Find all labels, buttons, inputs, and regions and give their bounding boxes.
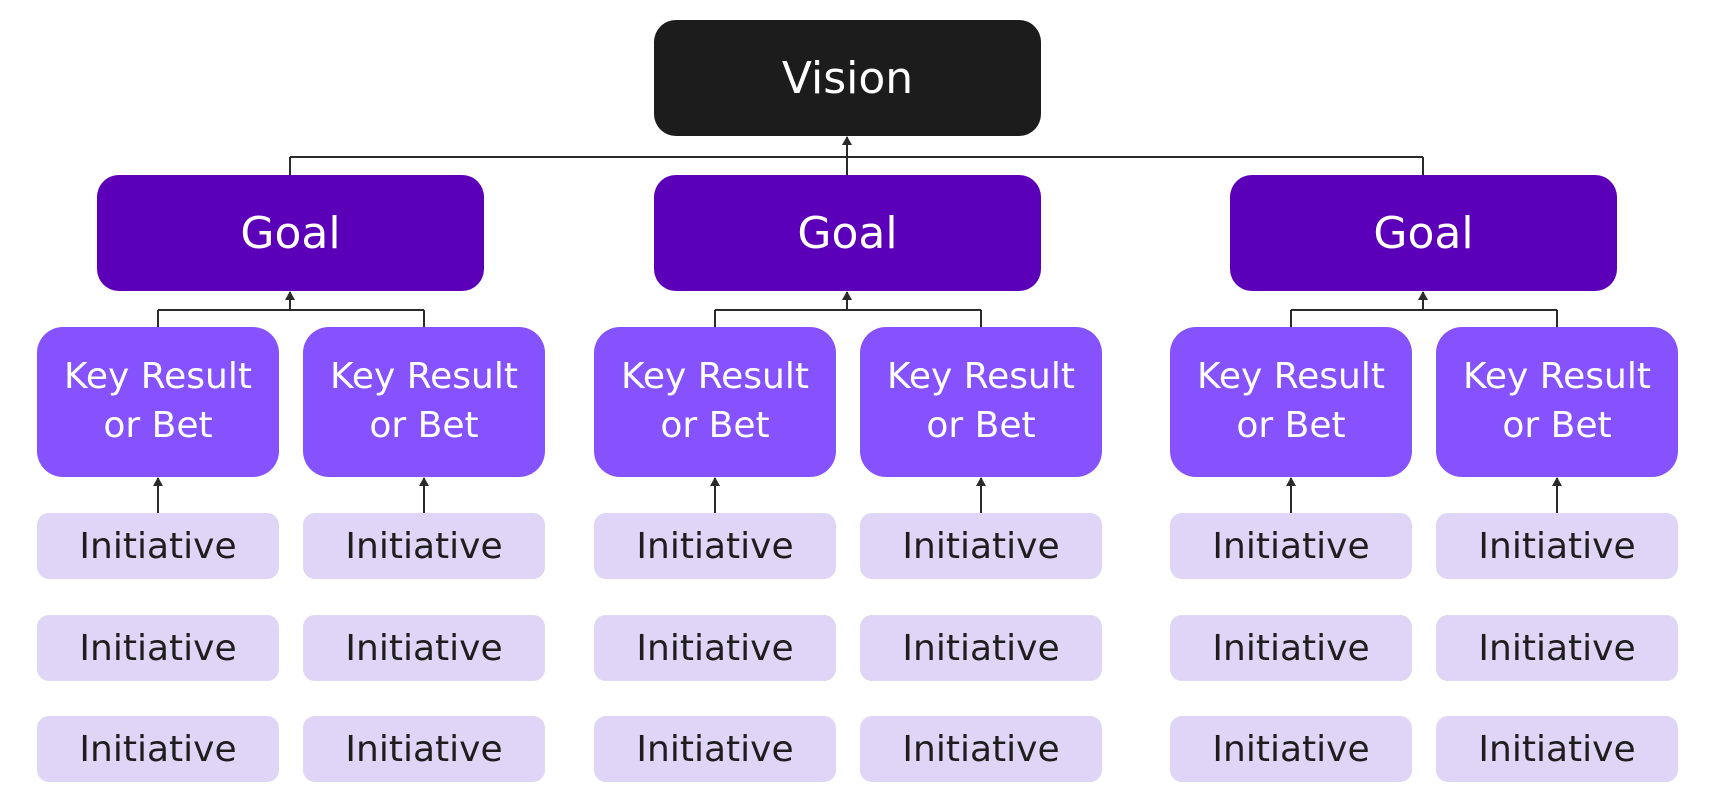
key-result-node: Key Result or Bet — [860, 327, 1102, 477]
initiative-node: Initiative — [1436, 615, 1678, 681]
initiative-label: Initiative — [79, 728, 237, 770]
key-result-label-line1: Key Result — [1197, 356, 1385, 398]
key-result-label-line1: Key Result — [330, 356, 518, 398]
key-result-node: Key Result or Bet — [594, 327, 836, 477]
key-result-label-line1: Key Result — [887, 356, 1075, 398]
goal-arrowhead — [1418, 291, 1428, 300]
key-result-node: Key Result or Bet — [37, 327, 279, 477]
initiative-label: Initiative — [79, 627, 237, 669]
key-result-node: Key Result or Bet — [1170, 327, 1412, 477]
initiative-node: Initiative — [1170, 615, 1412, 681]
initiative-node: Initiative — [860, 716, 1102, 782]
initiative-label: Initiative — [902, 728, 1060, 770]
goal-node: Goal — [654, 175, 1041, 291]
initiative-node: Initiative — [1436, 716, 1678, 782]
initiative-node: Initiative — [1170, 716, 1412, 782]
initiative-label: Initiative — [636, 627, 794, 669]
initiative-node: Initiative — [37, 615, 279, 681]
initiative-node: Initiative — [860, 513, 1102, 579]
initiative-node: Initiative — [860, 615, 1102, 681]
goal-node: Goal — [1230, 175, 1617, 291]
goal-label: Goal — [797, 207, 898, 259]
key-result-arrowhead — [976, 477, 986, 486]
goal-label: Goal — [240, 207, 341, 259]
initiative-node: Initiative — [1170, 513, 1412, 579]
initiative-node: Initiative — [303, 615, 545, 681]
key-result-arrowhead — [1286, 477, 1296, 486]
initiative-label: Initiative — [636, 728, 794, 770]
initiative-label: Initiative — [345, 728, 503, 770]
initiative-label: Initiative — [1478, 728, 1636, 770]
key-result-label-line2: or Bet — [926, 405, 1036, 446]
initiative-label: Initiative — [902, 627, 1060, 669]
key-result-arrowhead — [1552, 477, 1562, 486]
key-result-arrowhead — [419, 477, 429, 486]
key-result-label-line1: Key Result — [64, 356, 252, 398]
initiative-node: Initiative — [1436, 513, 1678, 579]
initiative-label: Initiative — [1478, 525, 1636, 567]
initiative-label: Initiative — [636, 525, 794, 567]
vision-arrowhead — [842, 136, 852, 145]
initiative-node: Initiative — [594, 615, 836, 681]
initiative-node: Initiative — [37, 513, 279, 579]
key-result-label-line2: or Bet — [103, 405, 213, 446]
initiative-label: Initiative — [902, 525, 1060, 567]
key-result-label-line2: or Bet — [369, 405, 479, 446]
key-result-label-line2: or Bet — [1502, 405, 1612, 446]
goal-node: Goal — [97, 175, 484, 291]
key-result-label-line1: Key Result — [1463, 356, 1651, 398]
initiative-label: Initiative — [1212, 728, 1370, 770]
initiative-node: Initiative — [594, 716, 836, 782]
vision-node: Vision — [654, 20, 1041, 136]
key-result-node: Key Result or Bet — [303, 327, 545, 477]
initiative-label: Initiative — [1212, 627, 1370, 669]
initiative-node: Initiative — [303, 513, 545, 579]
key-result-label-line1: Key Result — [621, 356, 809, 398]
vision-label: Vision — [781, 52, 914, 104]
initiative-label: Initiative — [1478, 627, 1636, 669]
initiative-node: Initiative — [594, 513, 836, 579]
key-result-label-line2: or Bet — [1236, 405, 1346, 446]
key-result-arrowhead — [710, 477, 720, 486]
key-result-label-line2: or Bet — [660, 405, 770, 446]
initiative-node: Initiative — [37, 716, 279, 782]
goal-label: Goal — [1373, 207, 1474, 259]
key-result-node: Key Result or Bet — [1436, 327, 1678, 477]
initiative-label: Initiative — [79, 525, 237, 567]
goal-arrowhead — [285, 291, 295, 300]
initiative-label: Initiative — [345, 525, 503, 567]
initiative-label: Initiative — [1212, 525, 1370, 567]
initiative-node: Initiative — [303, 716, 545, 782]
goal-arrowhead — [842, 291, 852, 300]
initiative-label: Initiative — [345, 627, 503, 669]
key-result-arrowhead — [153, 477, 163, 486]
